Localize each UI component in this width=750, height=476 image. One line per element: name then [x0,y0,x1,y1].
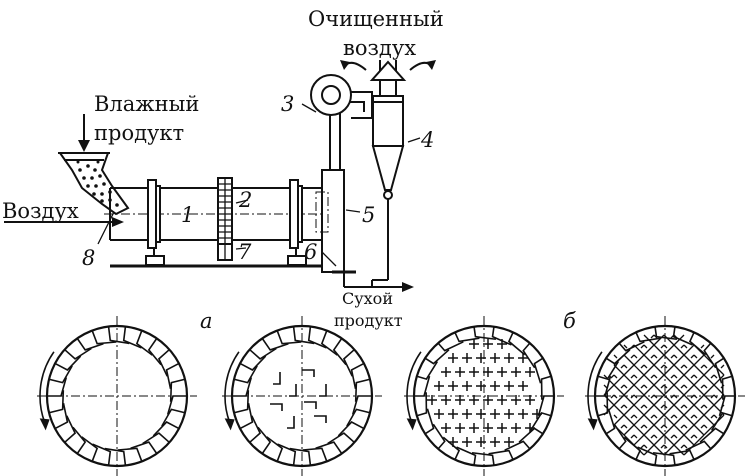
number-6: 6 [304,240,317,264]
part-b-label: б [563,309,576,333]
cross-section-cell-packing [585,316,745,476]
unloading-chamber [315,104,356,274]
leader-lines [97,103,421,267]
wet-product-label-line1: Влажный [94,92,199,116]
cross-section-cross-packing [404,316,564,476]
dryer-installation: Очищенный воздух Влажный продукт Воздух … [2,7,444,330]
clean-air-label-line1: Очищенный [308,7,444,31]
part-a-label: а [200,309,213,333]
air-inlet-arrow [4,217,124,227]
clean-air-outlet [340,60,436,81]
number-4: 4 [420,128,434,152]
dry-product-discharge [343,272,414,292]
cross-section-sector-blades [222,316,382,476]
bandage-ring-left [147,179,161,256]
number-8: 8 [82,246,95,270]
number-2: 2 [238,188,252,212]
wet-product-label-line2: продукт [94,121,184,145]
air-label: Воздух [2,199,79,223]
wet-product-arrow [78,114,90,152]
cyclone [371,60,405,287]
fan [310,74,373,119]
drive-pinion [217,243,233,261]
number-5: 5 [362,203,375,227]
dry-product-label-line1: Сухой [342,289,393,308]
gear-ring [217,177,233,251]
bandage-ring-right [289,179,303,256]
number-3: 3 [281,92,294,116]
clean-air-label-line2: воздух [343,36,416,60]
number-7: 7 [238,240,252,264]
cross-section-lifting-blades [37,316,197,476]
number-1: 1 [181,203,194,227]
dry-product-label-line2: продукт [334,311,403,330]
